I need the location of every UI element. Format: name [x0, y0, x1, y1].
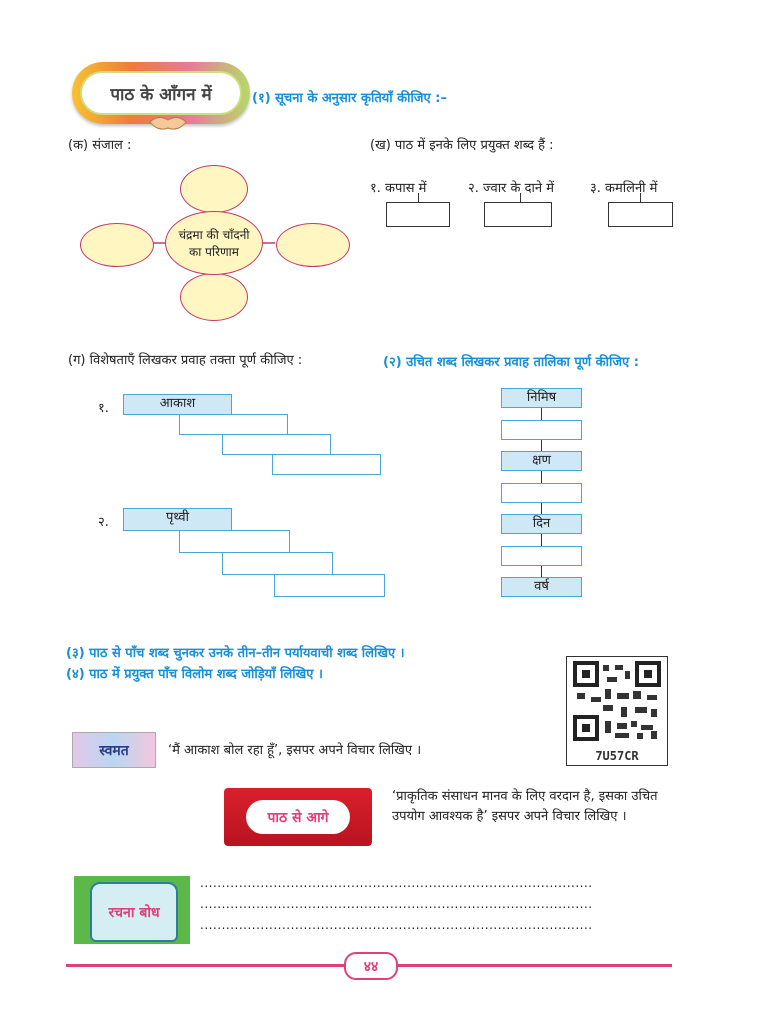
web-center-line1: चंद्रमा की चाँदनी: [178, 228, 250, 242]
path-se-aage-label: पाठ से आगे: [267, 809, 329, 826]
section-ka-label: (क) संजाल :: [68, 138, 132, 153]
writing-line-2[interactable]: ........................................…: [200, 897, 593, 911]
ga-number-1: १.: [98, 401, 109, 416]
kha-answer-box-3[interactable]: [608, 202, 673, 227]
kha-connector-2: [520, 193, 521, 202]
kha-item-2: २. ज्वार के दाने में: [468, 181, 555, 196]
web-oval-left[interactable]: [80, 223, 154, 267]
writing-line-3[interactable]: ........................................…: [200, 918, 593, 932]
flow-word-1: निमिष: [501, 388, 582, 408]
web-center-oval: चंद्रमा की चाँदनी का परिणाम: [165, 211, 263, 275]
writing-line-1[interactable]: ........................................…: [200, 876, 593, 890]
section-ga-label: (ग) विशेषताएँ लिखकर प्रवाह तक्ता पूर्ण क…: [68, 353, 303, 368]
question-3: (३) पाठ से पाँच शब्द चुनकर उनके तीन–तीन …: [66, 646, 405, 661]
qr-code[interactable]: 7U57CR: [566, 656, 668, 766]
web-center-line2: का परिणाम: [189, 245, 239, 259]
handshake-icon: [149, 116, 187, 130]
page-number-pill: ४४: [344, 952, 398, 980]
ga1-step-4[interactable]: [272, 454, 381, 475]
swamat-text: ‘मैं आकाश बोल रहा हूँ’, इसपर अपने विचार …: [168, 743, 422, 758]
web-oval-top[interactable]: [180, 165, 248, 213]
swamat-label-box: स्वमत: [72, 732, 156, 768]
rachna-bodh-box: रचना बोध: [74, 876, 190, 944]
ga1-step-2[interactable]: [179, 414, 288, 435]
ga2-step-3[interactable]: [222, 552, 333, 575]
flow-word-4: वर्ष: [501, 577, 582, 597]
question-1: (१) सूचना के अनुसार कृतियाँ कीजिए :–: [252, 91, 447, 106]
ga2-word-box: पृथ्वी: [123, 508, 232, 531]
kha-answer-box-1[interactable]: [386, 202, 450, 227]
swamat-label: स्वमत: [99, 742, 129, 759]
ga2-step-2[interactable]: [179, 530, 290, 553]
kha-item-1: १. कपास में: [370, 181, 427, 196]
web-oval-bottom[interactable]: [180, 273, 248, 321]
flow-blank-3[interactable]: [501, 546, 582, 566]
flow-word-3: दिन: [501, 514, 582, 534]
section-kha-label: (ख) पाठ में इनके लिए प्रयुक्त शब्द हैं :: [370, 138, 554, 153]
flow-blank-1[interactable]: [501, 420, 582, 440]
path-se-aage-pill: पाठ से आगे: [246, 800, 350, 834]
kha-connector-3: [640, 193, 641, 202]
qr-pattern-icon: [573, 661, 661, 741]
question-4: (४) पाठ में प्रयुक्त पाँच विलोम शब्द जोड…: [66, 667, 323, 682]
rachna-bodh-label: रचना बोध: [108, 904, 160, 921]
badge-title: पाठ के आँगन में: [80, 71, 242, 115]
question-2: (२) उचित शब्द लिखकर प्रवाह तालिका पूर्ण …: [383, 355, 639, 370]
flow-word-2: क्षण: [501, 451, 582, 471]
path-se-aage-line2: उपयोग आवश्यक है’ इसपर अपने विचार लिखिए ।: [392, 809, 627, 824]
page-number: ४४: [363, 958, 379, 975]
path-se-aage-line1: ‘प्राकृतिक संसाधन मानव के लिए वरदान है, …: [392, 789, 658, 804]
path-se-aage-banner: पाठ से आगे: [224, 788, 372, 846]
kha-connector-1: [418, 193, 419, 202]
jar-icon: रचना बोध: [90, 882, 178, 942]
ga2-step-4[interactable]: [274, 574, 385, 597]
ga2-word: पृथ्वी: [166, 510, 189, 525]
kha-answer-box-2[interactable]: [484, 202, 552, 227]
web-oval-right[interactable]: [276, 223, 350, 267]
ga1-step-3[interactable]: [222, 434, 331, 455]
qr-code-label: 7U57CR: [595, 749, 639, 763]
kha-item-3: ३. कमलिनी में: [590, 181, 658, 196]
lesson-badge: पाठ के आँगन में: [72, 62, 250, 124]
flow-blank-2[interactable]: [501, 483, 582, 503]
ga1-word: आकाश: [159, 396, 196, 411]
ga1-word-box: आकाश: [123, 394, 232, 415]
ga-number-2: २.: [98, 515, 109, 530]
